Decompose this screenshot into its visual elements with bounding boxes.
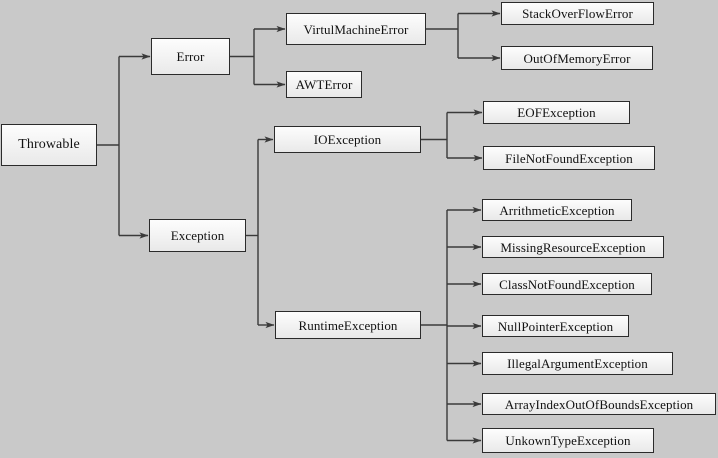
node-label: UnkownTypeException <box>505 433 631 448</box>
node-unkowntype[interactable]: UnkownTypeException <box>482 428 654 453</box>
node-label: AWTError <box>295 77 353 92</box>
node-label: MissingResourceException <box>500 239 646 255</box>
node-label: OutOfMemoryError <box>523 50 631 66</box>
node-classnotfound[interactable]: ClassNotFoundException <box>482 273 652 295</box>
node-label: VirtulMachineError <box>303 21 409 37</box>
node-label: NullPointerException <box>497 318 614 334</box>
node-label: StackOverFlowError <box>522 6 633 21</box>
node-label: RuntimeException <box>298 317 398 333</box>
node-error[interactable]: Error <box>151 38 230 75</box>
node-illegalargument[interactable]: IllegalArgumentException <box>482 352 673 375</box>
node-label: Throwable <box>18 137 80 152</box>
node-label: Error <box>176 49 205 64</box>
node-label: ClassNotFoundException <box>499 276 635 292</box>
node-vmerror[interactable]: VirtulMachineError <box>286 13 426 45</box>
node-eofexception[interactable]: EOFException <box>483 101 630 124</box>
node-label: ArrithmeticException <box>499 202 615 218</box>
node-label: EOFException <box>517 105 596 120</box>
node-exception[interactable]: Exception <box>149 219 246 252</box>
node-label: IOException <box>313 132 382 147</box>
node-label: Exception <box>170 228 225 243</box>
node-label: IllegalArgumentException <box>507 356 648 371</box>
node-missingresource[interactable]: MissingResourceException <box>482 236 664 258</box>
node-arithmetic[interactable]: ArrithmeticException <box>482 199 632 221</box>
node-outofmemory[interactable]: OutOfMemoryError <box>501 46 653 70</box>
node-runtimeexception[interactable]: RuntimeException <box>275 311 421 339</box>
node-label: ArrayIndexOutOfBoundsException <box>504 396 694 412</box>
node-throwable[interactable]: Throwable <box>1 124 97 166</box>
node-stackoverflow[interactable]: StackOverFlowError <box>501 2 654 25</box>
node-label: FileNotFoundException <box>505 150 633 166</box>
node-ioexception[interactable]: IOException <box>274 126 421 153</box>
node-nullpointer[interactable]: NullPointerException <box>482 315 629 337</box>
node-filenotfound[interactable]: FileNotFoundException <box>483 146 655 170</box>
node-awterror[interactable]: AWTError <box>286 71 362 98</box>
node-arrayindex[interactable]: ArrayIndexOutOfBoundsException <box>482 393 716 415</box>
